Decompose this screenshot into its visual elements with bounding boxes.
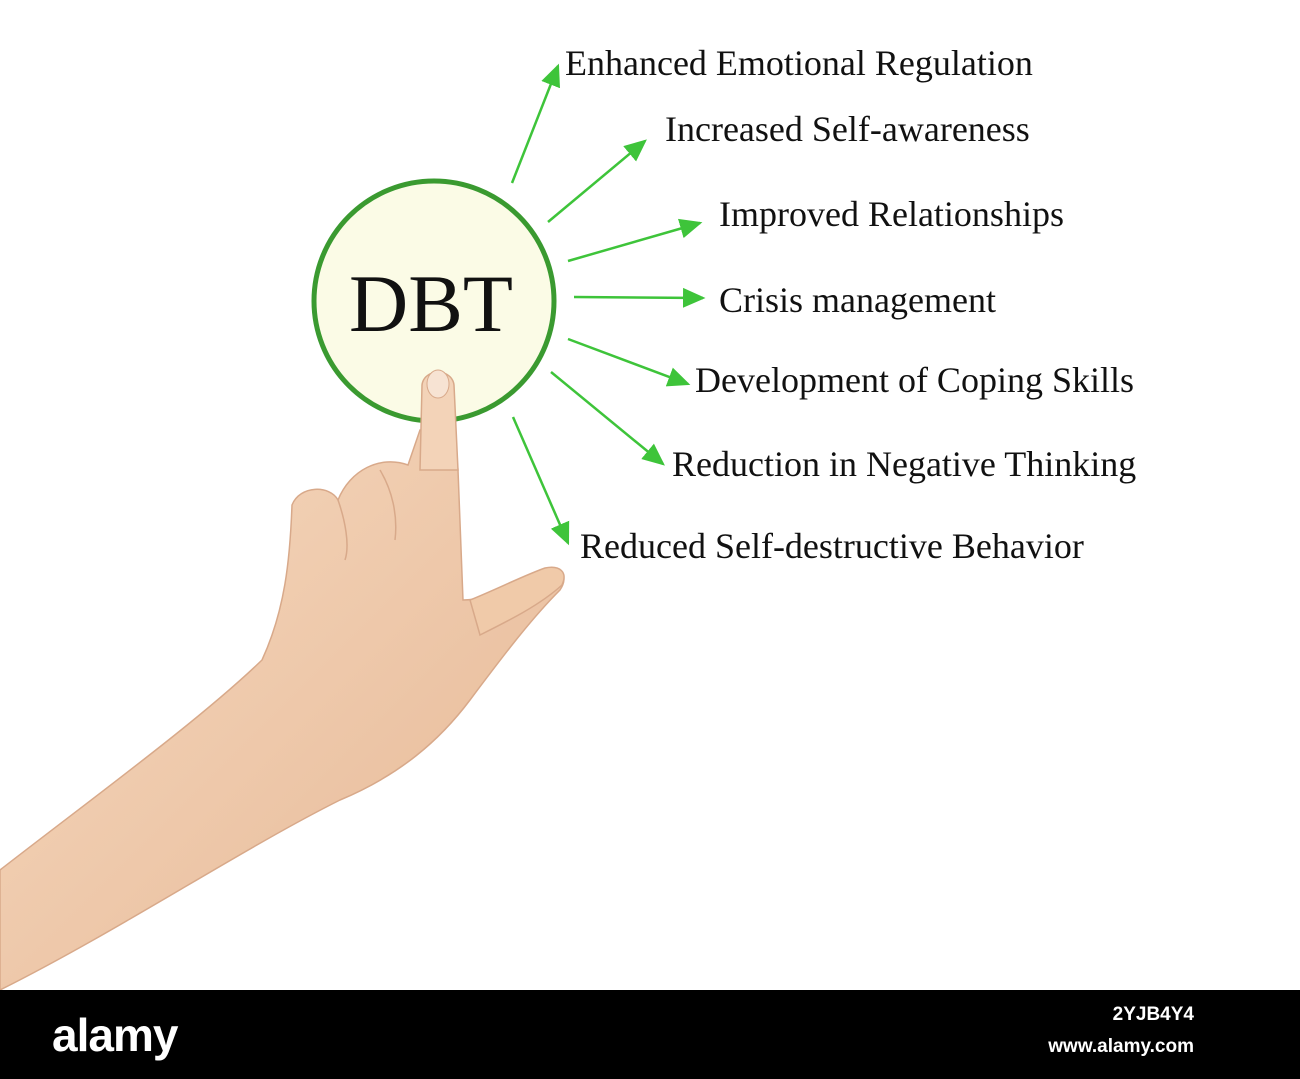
alamy-logo: alamy (52, 1009, 178, 1061)
hand-knuckle-creases (337, 469, 397, 561)
footer-bar: alamy 2YJB4Y4 www.alamy.com (0, 990, 1300, 1079)
hand-thumb (469, 566, 565, 637)
arrow-3 (567, 218, 703, 263)
pointing-hand (0, 369, 565, 990)
benefit-label-6: Reduction in Negative Thinking (672, 444, 1136, 484)
benefit-label-2: Increased Self-awareness (665, 109, 1030, 149)
benefit-label-1: Enhanced Emotional Regulation (565, 43, 1033, 83)
arrow-7 (511, 416, 570, 546)
dbt-center-label: DBT (349, 258, 513, 349)
arrow-group (510, 63, 706, 546)
site-url: www.alamy.com (1048, 1036, 1194, 1057)
arrow-5 (567, 337, 691, 387)
benefit-label-3: Improved Relationships (719, 194, 1064, 234)
arrow-6 (550, 371, 665, 466)
image-id: 2YJB4Y4 (1112, 1004, 1194, 1025)
arrow-2 (547, 139, 647, 223)
arrow-4 (573, 287, 706, 308)
fingernail (426, 369, 450, 399)
benefit-label-5: Development of Coping Skills (695, 360, 1134, 400)
arrow-1 (510, 63, 560, 184)
dbt-benefits-diagram: DBT Enhanced Emotional Regulation Increa… (0, 43, 1136, 990)
benefit-labels: Enhanced Emotional Regulation Increased … (565, 43, 1136, 566)
benefit-label-4: Crisis management (719, 280, 996, 320)
benefit-label-7: Reduced Self-destructive Behavior (580, 526, 1084, 566)
hand-forearm (0, 429, 565, 990)
